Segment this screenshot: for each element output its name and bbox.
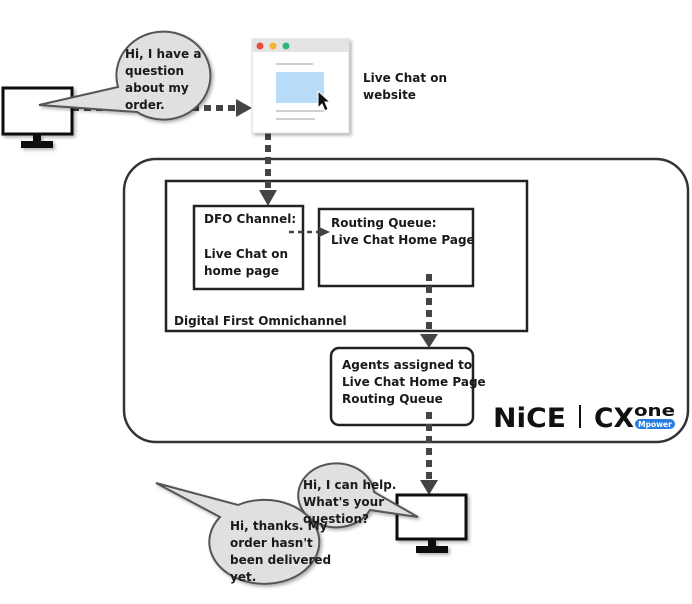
browser-window-icon [251,38,350,134]
nice-cxone-logo: NiCE CX one Mpower [493,401,675,434]
routing-queue-text: Routing Queue: Live Chat Home Page [331,216,475,247]
logo-nice-text: NiCE [493,403,566,434]
agent-bubble-text: Hi, I can help. What's your question? [303,478,401,526]
agents-text: Agents assigned to Live Chat Home Page R… [342,358,490,406]
logo-mpower-text: Mpower [638,420,672,429]
dfo-channel-text: DFO Channel: Live Chat on home page [204,212,300,278]
customer-bubble-text: Hi, I have a question about my order. [125,47,206,112]
logo-one-text: one [634,401,675,420]
reply-bubble-text: Hi, thanks. My order hasn't been deliver… [230,519,335,584]
arrowhead-queue [319,227,330,237]
arrowhead-agent-monitor [420,480,438,495]
arrowhead-website [236,99,252,117]
omnichannel-label: Digital First Omnichannel [174,314,347,328]
agent-speech-bubble-icon [297,462,419,529]
agent-desktop-monitor-icon [395,493,468,553]
agents-box [329,346,475,427]
dfo-channel-box [192,204,305,291]
customer-speech-bubble-icon [38,30,212,121]
logo-badge [635,419,675,429]
routing-queue-box [317,207,475,288]
website-label: Live Chat on website [363,71,451,102]
reply-speech-bubble-icon [155,482,321,585]
arrowhead-agents [420,334,438,348]
arrowhead-dfo [259,190,277,206]
customer-desktop-monitor-icon [1,86,74,148]
logo-cx-text: CX [594,403,634,434]
mouse-cursor-icon [317,89,332,112]
logo-divider [579,405,581,428]
